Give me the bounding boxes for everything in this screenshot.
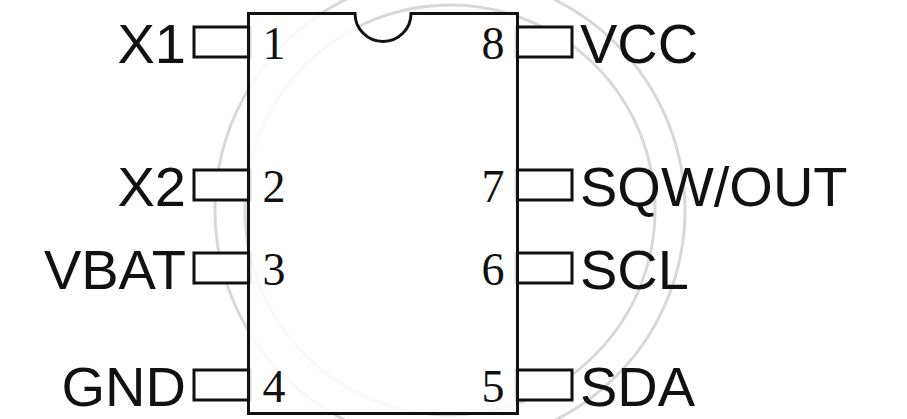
pin-stub bbox=[194, 370, 250, 400]
pin-number: 4 bbox=[263, 364, 286, 410]
pin-number: 7 bbox=[482, 164, 505, 210]
pin-name: X2 bbox=[118, 159, 187, 215]
pin-number: 2 bbox=[263, 164, 286, 210]
chip-outline-path bbox=[249, 14, 518, 414]
pin-name: SDA bbox=[580, 359, 695, 415]
pin-name: VCC bbox=[580, 16, 698, 72]
pin-number: 6 bbox=[482, 247, 505, 293]
pin-name: VBAT bbox=[44, 242, 186, 298]
pin-stub bbox=[516, 27, 572, 57]
pin-number: 3 bbox=[263, 247, 286, 293]
pin-name: X1 bbox=[118, 16, 187, 72]
pin-stub bbox=[516, 253, 572, 283]
pin-name: SCL bbox=[580, 242, 689, 298]
pin-name: GND bbox=[62, 359, 186, 415]
chip-body: 1 8 2 7 3 6 4 5 bbox=[247, 12, 519, 415]
pin-stub bbox=[516, 170, 572, 200]
pin-number: 1 bbox=[263, 21, 286, 67]
pin-stub bbox=[516, 370, 572, 400]
chip-outline bbox=[247, 12, 519, 415]
pin-number: 8 bbox=[482, 21, 505, 67]
pin-name: SQW/OUT bbox=[580, 159, 848, 215]
pin-stub bbox=[194, 27, 250, 57]
pin-number: 5 bbox=[482, 364, 505, 410]
pin-stub bbox=[194, 170, 250, 200]
pin-stub bbox=[194, 253, 250, 283]
